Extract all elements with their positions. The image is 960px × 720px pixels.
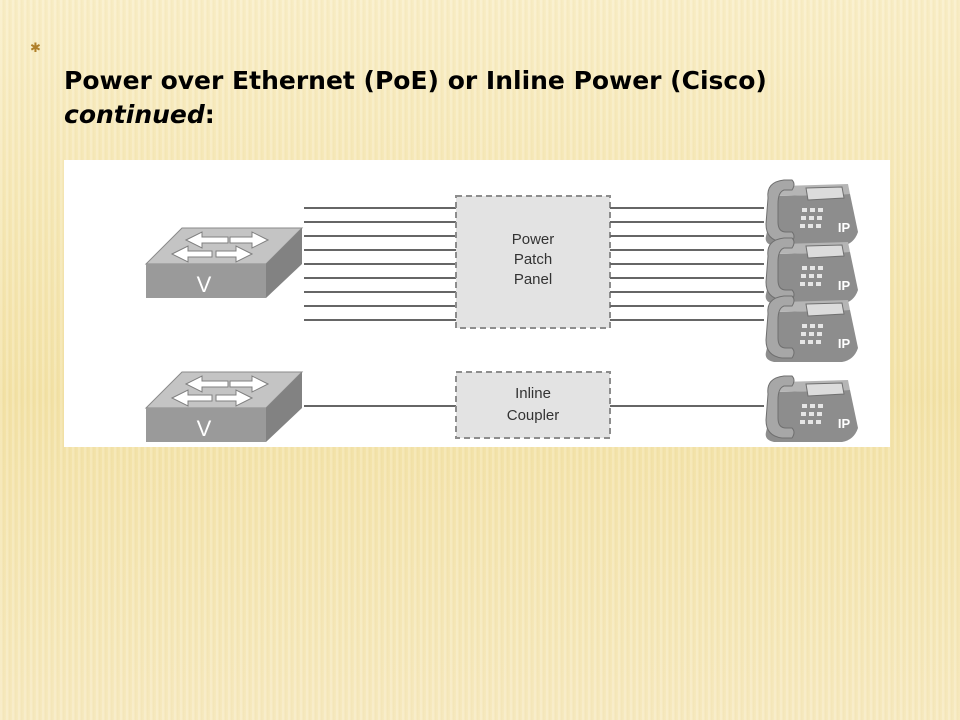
inline-coupler: Inline Coupler (455, 371, 611, 439)
patch-panel-line-2: Patch (514, 251, 552, 268)
top-switch-label: V (197, 272, 212, 297)
bottom-switch-label: V (197, 416, 212, 441)
poe-diagram: V V Power Patch Panel (64, 160, 890, 447)
ip-phone-icon: IP (765, 179, 859, 247)
title-colon: : (204, 100, 215, 129)
ip-phone-icon: IP (765, 295, 859, 363)
patch-panel-line-1: Power (512, 231, 555, 248)
panel-to-phone-cables (610, 207, 764, 321)
title-continued: continued (64, 100, 205, 129)
ip-phone-label: IP (838, 336, 851, 351)
ip-phone-label: IP (838, 278, 851, 293)
bullet-star-icon: ✱ (30, 41, 41, 56)
top-switch-icon: V (145, 227, 303, 299)
patch-panel-line-3: Panel (514, 271, 552, 288)
coupler-line-2: Coupler (507, 407, 560, 424)
ip-phone-icon: IP (765, 375, 859, 443)
coupler-line-1: Inline (515, 385, 551, 402)
switch-to-panel-cables (304, 207, 456, 321)
ip-phone-icon: IP (765, 237, 859, 305)
ip-phone-label: IP (838, 220, 851, 235)
ip-phone-label: IP (838, 416, 851, 431)
bottom-switch-icon: V (145, 371, 303, 443)
power-patch-panel: Power Patch Panel (455, 195, 611, 329)
title-text: Power over Ethernet (PoE) or Inline Powe… (64, 66, 767, 95)
slide-title: Power over Ethernet (PoE) or Inline Powe… (64, 64, 894, 132)
